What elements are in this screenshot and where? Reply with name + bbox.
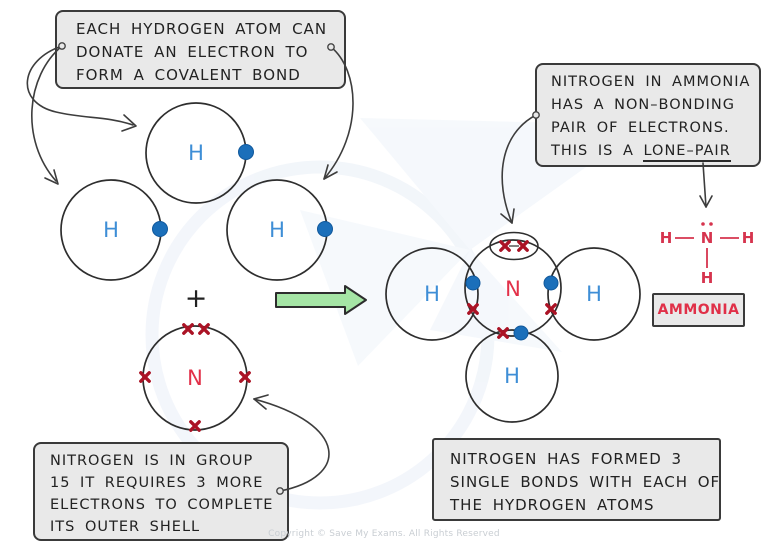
electron-cross-icon <box>545 303 557 315</box>
callout-line: HAS A NON–BONDING <box>551 97 735 113</box>
reactant-hydrogen-atoms <box>60 102 328 281</box>
formula-n: N <box>701 229 714 247</box>
callout-line: NITROGEN IN AMMONIA <box>551 74 751 90</box>
molecule-electron-crosses <box>467 240 557 339</box>
lone-pair-underlined-text: LONE–PAIR <box>643 143 731 162</box>
callout-line: PAIR OF ELECTRONS. <box>551 120 730 136</box>
nitrogen-label: N <box>187 366 203 390</box>
hydrogen-label: H <box>504 364 520 388</box>
callout-line: THIS IS A LONE–PAIR <box>551 140 759 163</box>
callout-line: THE HYDROGEN ATOMS <box>450 496 655 514</box>
hydrogen-atom-circle <box>385 247 479 341</box>
callout-line-prefix: THIS IS A <box>551 143 634 159</box>
callout-line: DONATE AN ELECTRON TO <box>76 43 309 61</box>
callout-line: SINGLE BONDS WITH EACH OF <box>450 473 721 491</box>
plus-sign: + <box>185 283 208 314</box>
formula-h-left: H <box>660 229 673 247</box>
reactant-hydrogen-electrons <box>152 144 333 237</box>
hydrogen-label: H <box>103 218 119 242</box>
electron-dot-icon <box>513 325 529 341</box>
callout-line: NITROGEN HAS FORMED 3 <box>450 450 683 468</box>
callout-hydrogen-donates: EACH HYDROGEN ATOM CAN DONATE AN ELECTRO… <box>55 10 346 89</box>
electron-cross-icon <box>189 420 201 432</box>
hydrogen-label: H <box>586 282 602 306</box>
callout-line: 15 IT REQUIRES 3 MORE <box>50 475 264 491</box>
electron-cross-icon <box>139 371 151 383</box>
electron-cross-icon <box>497 327 509 339</box>
electron-dot-icon <box>152 221 168 237</box>
hydrogen-label: H <box>424 282 440 306</box>
electron-cross-icon <box>239 371 251 383</box>
electron-cross-icon <box>517 240 529 252</box>
ammonia-molecule <box>385 231 641 423</box>
callout-nitrogen-group: NITROGEN IS IN GROUP 15 IT REQUIRES 3 MO… <box>33 442 289 541</box>
formula-h-bottom: H <box>701 269 714 287</box>
electron-dot-icon <box>317 221 333 237</box>
ammonia-name-label: AMMONIA <box>652 293 745 327</box>
molecule-shared-electron-dots <box>465 275 559 341</box>
hydrogen-label: H <box>269 218 285 242</box>
hydrogen-atom-circle <box>547 247 641 341</box>
electron-dot-icon <box>238 144 254 160</box>
hydrogen-label: H <box>188 141 204 165</box>
reaction-arrow-icon <box>275 285 367 315</box>
callout-line: FORM A COVALENT BOND <box>76 66 301 84</box>
callout-single-bonds: NITROGEN HAS FORMED 3 SINGLE BONDS WITH … <box>432 438 721 521</box>
nitrogen-atom-circle <box>464 239 562 337</box>
callout-line: ITS OUTER SHELL <box>50 519 201 535</box>
structural-formula: H N H H <box>660 222 755 287</box>
electron-dot-icon <box>543 275 559 291</box>
copyright-watermark: Copyright © Save My Exams. All Rights Re… <box>268 529 500 539</box>
electron-cross-icon <box>467 303 479 315</box>
callout-line: ELECTRONS TO COMPLETE <box>50 497 274 513</box>
nitrogen-electron-crosses <box>139 323 251 432</box>
formula-h-right: H <box>742 229 755 247</box>
hydrogen-atom-circle <box>465 329 559 423</box>
electron-cross-icon <box>198 323 210 335</box>
ammonia-label-text: AMMONIA <box>657 302 740 318</box>
callout-lone-pair: NITROGEN IN AMMONIA HAS A NON–BONDING PA… <box>535 63 761 167</box>
electron-dot-icon <box>465 275 481 291</box>
formula-lone-pair-dots <box>701 222 713 226</box>
callout-line: EACH HYDROGEN ATOM CAN <box>76 20 328 38</box>
callout-line: NITROGEN IS IN GROUP <box>50 453 254 469</box>
electron-cross-icon <box>499 240 511 252</box>
lone-pair-oval <box>489 231 539 261</box>
nitrogen-label: N <box>505 277 521 301</box>
formula-bonds <box>675 237 739 268</box>
electron-cross-icon <box>182 323 194 335</box>
